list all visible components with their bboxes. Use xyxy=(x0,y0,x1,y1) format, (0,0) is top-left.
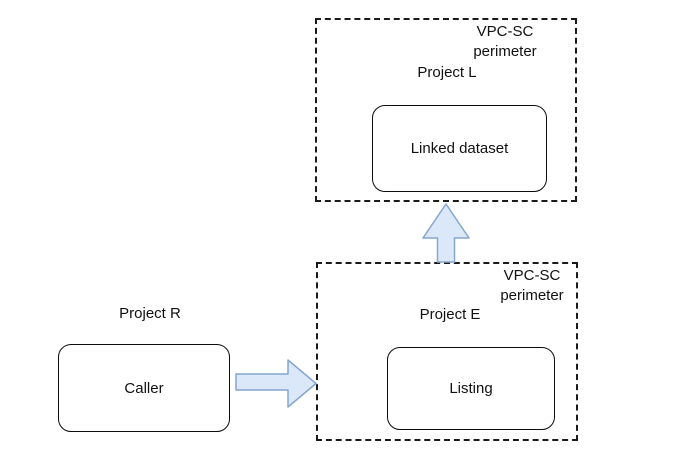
project-e-label: Project E xyxy=(419,306,481,323)
vpc-sc-perimeter-bottom: VPC-SC perimeter Project E Listing xyxy=(316,262,578,441)
arrow-right-icon xyxy=(235,359,318,414)
vpc-sc-perimeter-top-label: VPC-SC perimeter xyxy=(473,23,537,60)
project-r-label: Project R xyxy=(119,305,181,322)
arrow-up-shape xyxy=(422,203,470,263)
listing-node: Listing xyxy=(387,347,555,430)
linked-dataset-node: Linked dataset xyxy=(372,105,547,192)
caller-node: Caller xyxy=(58,344,230,432)
linked-dataset-node-label: Linked dataset xyxy=(410,140,509,157)
vpc-sc-perimeter-top: VPC-SC perimeter Project L Linked datase… xyxy=(315,18,577,202)
project-l-label: Project L xyxy=(417,64,477,81)
listing-node-label: Listing xyxy=(449,380,493,397)
arrow-up-icon xyxy=(421,202,471,269)
vpc-sc-perimeter-bottom-label: VPC-SC perimeter xyxy=(500,267,564,304)
arrow-right-shape xyxy=(235,359,317,408)
caller-node-label: Caller xyxy=(124,379,164,397)
